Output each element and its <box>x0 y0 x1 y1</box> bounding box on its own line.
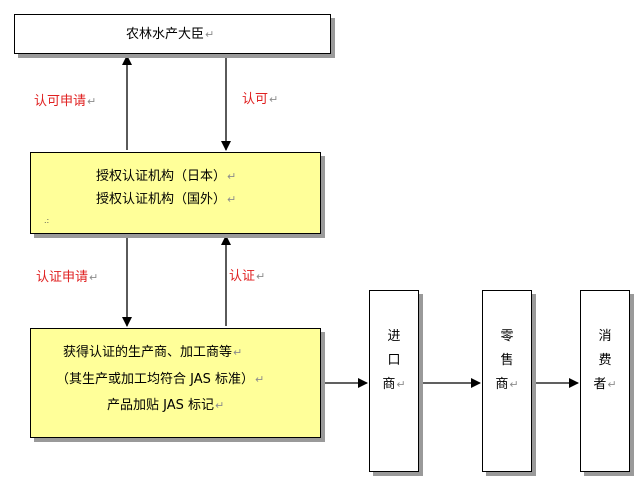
para-mark: ↵ <box>87 95 97 108</box>
producer-line3-text: 产品加贴 JAS 标记 <box>107 398 215 413</box>
consumer-char-1: 消 <box>598 329 612 344</box>
consumer-label: 消 费 者↵ <box>580 325 630 397</box>
certifier-line2-text: 授权认证机构（国外） <box>96 192 227 207</box>
certifier-line2: 授权认证机构（国外）↵ <box>96 193 236 206</box>
para-mark: ↵ <box>255 373 265 386</box>
retailer-char-1: 零 <box>500 329 514 344</box>
consumer-char-2: 费 <box>598 353 612 368</box>
certifier-mark: .: <box>44 216 50 225</box>
ministry-text: 农林水产大臣 <box>126 27 205 42</box>
retailer-char-3-line: 商↵ <box>482 373 532 397</box>
retailer-char-2: 售 <box>500 353 514 368</box>
para-mark: ↵ <box>89 271 99 284</box>
para-mark: ↵ <box>215 399 225 412</box>
producer-line1: 获得认证的生产商、加工商等↵ <box>63 346 242 359</box>
producer-line1-text: 获得认证的生产商、加工商等 <box>63 345 233 360</box>
importer-char-3: 商 <box>382 377 396 392</box>
cert-request-label: 认证申请↵ <box>36 271 98 284</box>
certification-label: 认证↵ <box>229 270 265 283</box>
importer-box <box>369 290 419 472</box>
para-mark: ↵ <box>269 93 279 106</box>
para-mark: ↵ <box>233 346 243 359</box>
para-mark: ↵ <box>509 378 519 391</box>
consumer-char-3: 者 <box>593 377 607 392</box>
approval-label: 认可↵ <box>242 93 278 106</box>
importer-char-3-line: 商↵ <box>369 373 419 397</box>
certifier-line1: 授权认证机构（日本）↵ <box>96 170 236 183</box>
producer-line3: 产品加贴 JAS 标记↵ <box>107 399 224 412</box>
ministry-label: 农林水产大臣↵ <box>126 28 214 41</box>
approval-text: 认可 <box>242 92 269 107</box>
cert-request-text: 认证申请 <box>36 270 89 285</box>
approval-request-text: 认可申请 <box>34 94 87 109</box>
importer-label: 进 口 商↵ <box>369 325 419 397</box>
retailer-char-3: 商 <box>495 377 509 392</box>
para-mark: ↵ <box>396 378 406 391</box>
producer-box <box>30 328 321 438</box>
para-mark: ↵ <box>227 193 237 206</box>
importer-char-1: 进 <box>387 329 401 344</box>
retailer-label: 零 售 商↵ <box>482 325 532 397</box>
producer-line2: （其生产或加工均符合 JAS 标准）↵ <box>56 373 264 386</box>
para-mark: ↵ <box>256 270 266 283</box>
retailer-box <box>482 290 532 472</box>
consumer-char-3-line: 者↵ <box>580 373 630 397</box>
producer-line2-text: （其生产或加工均符合 JAS 标准） <box>56 372 255 387</box>
para-mark: ↵ <box>205 28 215 41</box>
certification-text: 认证 <box>229 269 256 284</box>
approval-request-label: 认可申请↵ <box>34 95 96 108</box>
importer-char-2: 口 <box>387 353 401 368</box>
ministry-box <box>14 14 331 54</box>
certifier-line1-text: 授权认证机构（日本） <box>96 169 227 184</box>
para-mark: ↵ <box>607 378 617 391</box>
para-mark: ↵ <box>227 170 237 183</box>
certifier-box <box>30 152 321 234</box>
consumer-box <box>580 290 630 472</box>
